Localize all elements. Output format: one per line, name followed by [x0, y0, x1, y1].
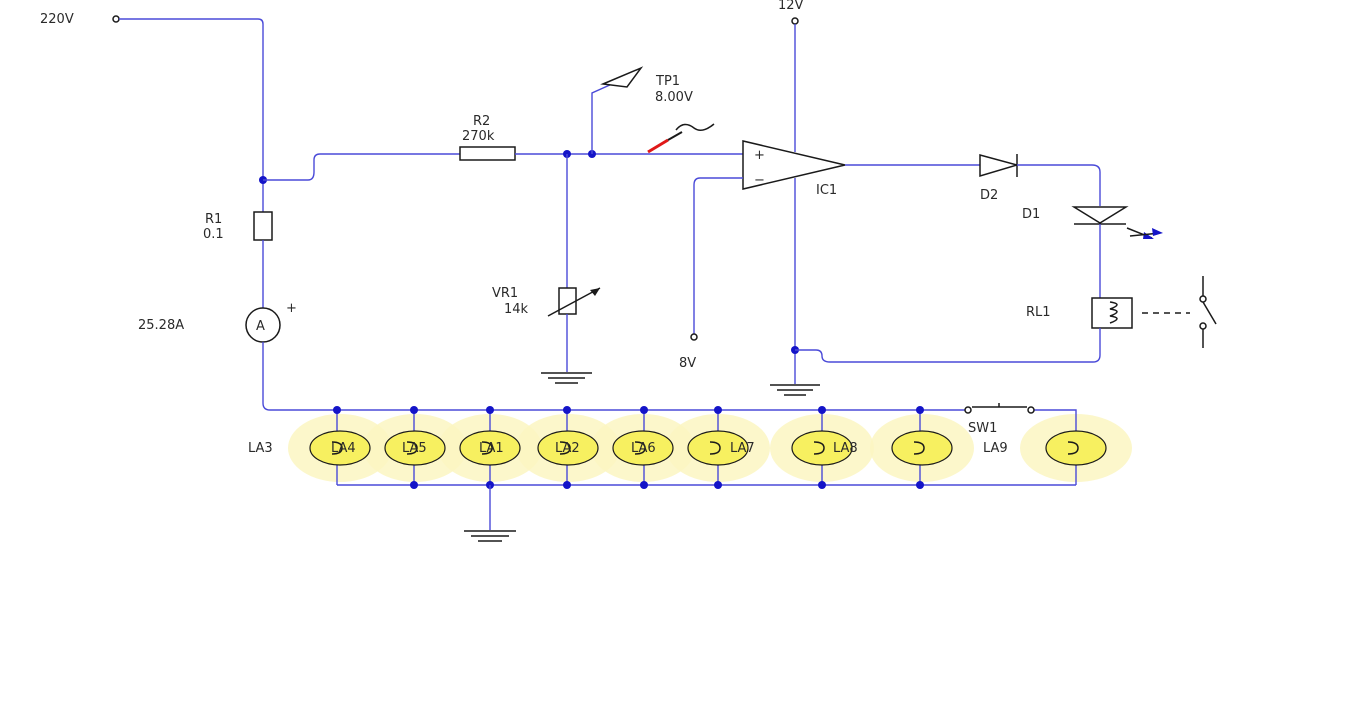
vr1-value: 14k	[504, 302, 529, 317]
lamp-la1	[459, 430, 521, 466]
ground-vr1	[541, 372, 592, 384]
led-d1: D1	[1022, 206, 1163, 239]
r2-value: 270k	[462, 129, 495, 144]
scope-probe	[647, 123, 715, 154]
lamp-la6	[612, 430, 674, 466]
vr1-name: VR1	[492, 286, 518, 301]
label-12v: 12V	[778, 0, 804, 13]
relay-rl1: RL1	[1026, 276, 1217, 348]
supply-12v: 12V	[778, 0, 804, 25]
switch-sw1: SW1	[964, 403, 1035, 436]
sw1-label: SW1	[968, 421, 997, 436]
wire-to-r2	[263, 153, 460, 181]
ammeter-reading: 25.28A	[138, 318, 184, 333]
ground-ic1	[770, 384, 820, 396]
opamp-plus: +	[754, 148, 765, 163]
lamp-la4	[309, 430, 371, 466]
tp1-value: 8.00V	[655, 90, 693, 105]
reference-8v: 8V	[679, 333, 698, 371]
test-point-tp1: TP1 8.00V	[591, 66, 693, 154]
opamp-ic1: + − IC1	[742, 140, 846, 198]
supply-220v: 220V	[40, 12, 120, 27]
ammeter-plus: +	[286, 301, 297, 316]
lamp-la8	[791, 430, 853, 466]
tp1-name: TP1	[655, 74, 680, 89]
resistor-r2: R2 270k	[459, 114, 516, 161]
lamp-la2	[537, 430, 599, 466]
wire-d2-to-d1	[1017, 164, 1101, 206]
r2-name: R2	[473, 114, 490, 129]
lamp-label-la8: LA8	[833, 441, 858, 456]
label-220v: 220V	[40, 12, 74, 27]
lamp-label-la6: LA6	[631, 441, 656, 456]
r1-name: R1	[205, 212, 222, 227]
lamp-label-la1: LA1	[479, 441, 504, 456]
lamp-junctions	[333, 406, 924, 489]
d1-label: D1	[1022, 207, 1040, 222]
lamp-label-la3: LA3	[248, 441, 273, 456]
wire-ammeter-to-lamps	[262, 342, 920, 411]
lamp-label-la2: LA2	[555, 441, 580, 456]
lamp-label-la4: LA4	[331, 441, 356, 456]
opamp-minus: −	[754, 173, 765, 188]
diode-d2: D2	[979, 154, 1020, 203]
ic1-label: IC1	[816, 183, 837, 198]
ground-lamps	[464, 530, 516, 542]
lamp-la7	[687, 430, 749, 466]
label-8v: 8V	[679, 356, 696, 371]
lamp-label-la9: LA9	[983, 441, 1008, 456]
wire-rl1-to-ground	[795, 328, 1101, 363]
ammeter-symbol: A	[256, 319, 265, 334]
ammeter: A + 25.28A	[138, 301, 297, 343]
lamp-la9	[1045, 430, 1107, 466]
lamps	[309, 430, 1107, 466]
rl1-label: RL1	[1026, 305, 1051, 320]
lamp-label-la7: LA7	[730, 441, 755, 456]
resistor-r1: R1 0.1	[203, 211, 273, 242]
lamp-label-la5: LA5	[402, 441, 427, 456]
r1-value: 0.1	[203, 227, 224, 242]
d2-label: D2	[980, 188, 998, 203]
wire-8v-reference	[693, 177, 743, 334]
wire-220v-to-r1	[119, 18, 264, 180]
lamp-unlabeled	[891, 430, 953, 466]
potentiometer-vr1: VR1 14k	[492, 286, 601, 317]
lamp-labels: LA3 LA4 LA5 LA1 LA2 LA6 LA7 LA8 LA9	[248, 441, 1008, 456]
lamp-la5	[384, 430, 446, 466]
